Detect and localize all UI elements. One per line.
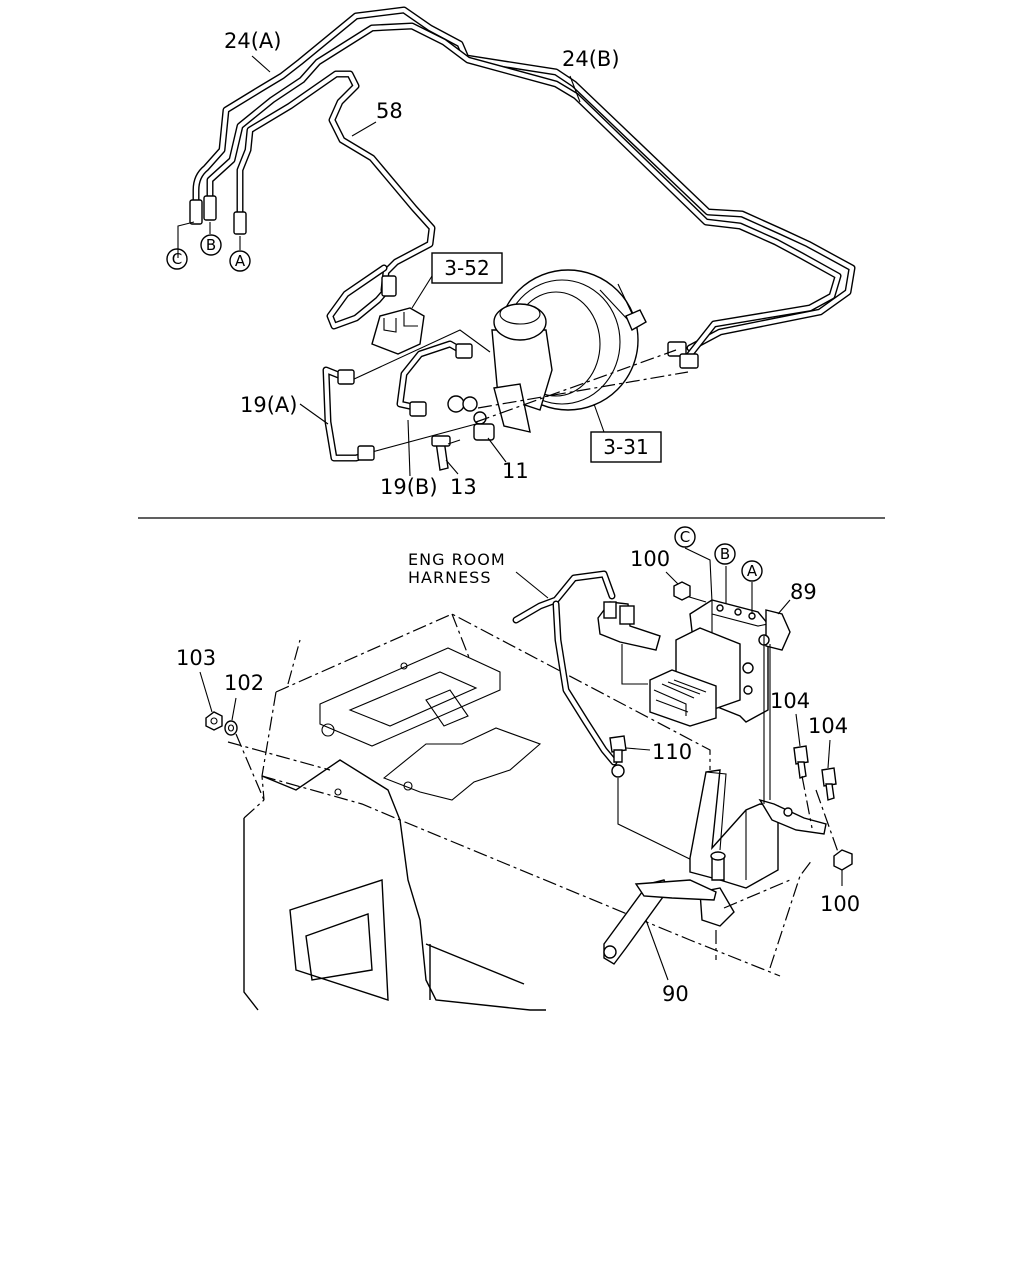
- label-103: 103: [176, 646, 216, 670]
- circle-top-b-text: B: [206, 236, 216, 254]
- ref-box-3-52: 3-52: [411, 252, 503, 309]
- circle-marker-top-b: B: [200, 234, 222, 256]
- circle-marker-mid-b: B: [714, 543, 736, 565]
- brake-booster: [431, 269, 689, 471]
- circle-marker-mid-c: C: [674, 526, 696, 548]
- harness-note: ENG ROOM HARNESS: [408, 550, 506, 587]
- upper-labels: 24(A) 24(B) 58 19(A) 19(B) 13 11: [224, 29, 620, 499]
- abs-hydraulic-unit: [649, 547, 791, 727]
- abs-mounting-bracket: [689, 636, 827, 927]
- circle-mid-a-text: A: [747, 562, 758, 580]
- circle-marker-top-a: A: [229, 250, 251, 272]
- harness-note-line2: HARNESS: [408, 568, 491, 587]
- ref-box-3-31: 3-31: [590, 403, 662, 463]
- label-100-bottom: 100: [820, 892, 860, 916]
- label-13: 13: [450, 475, 477, 499]
- label-58: 58: [376, 99, 403, 123]
- circle-top-a-text: A: [235, 252, 246, 270]
- fasteners: [205, 581, 853, 871]
- circle-mid-b-text: B: [720, 545, 730, 563]
- circle-marker-top-c: C: [166, 248, 188, 270]
- brake-pipe-assembly: [177, 6, 856, 462]
- ref-3-52-text: 3-52: [444, 256, 489, 280]
- label-110: 110: [652, 740, 692, 764]
- label-104-right: 104: [808, 714, 848, 738]
- label-19a: 19(A): [240, 393, 297, 417]
- label-24b: 24(B): [562, 47, 620, 71]
- lower-labels: 100 89 103 102 104 104 110 100 90: [176, 547, 860, 1006]
- label-19b: 19(B): [380, 475, 438, 499]
- label-100-top: 100: [630, 547, 670, 571]
- support-arm: [603, 859, 813, 969]
- circle-marker-mid-a: A: [741, 560, 763, 582]
- label-24a: 24(A): [224, 29, 281, 53]
- eng-room-harness: [512, 570, 701, 865]
- circle-top-c-text: C: [172, 250, 182, 268]
- connector-bracket: [371, 307, 425, 355]
- harness-note-line1: ENG ROOM: [408, 550, 506, 569]
- label-89: 89: [790, 580, 817, 604]
- label-11: 11: [502, 459, 529, 483]
- label-102: 102: [224, 671, 264, 695]
- circle-mid-c-text: C: [680, 528, 690, 546]
- label-90: 90: [662, 982, 689, 1006]
- ref-3-31-text: 3-31: [603, 435, 648, 459]
- label-104-left: 104: [770, 689, 810, 713]
